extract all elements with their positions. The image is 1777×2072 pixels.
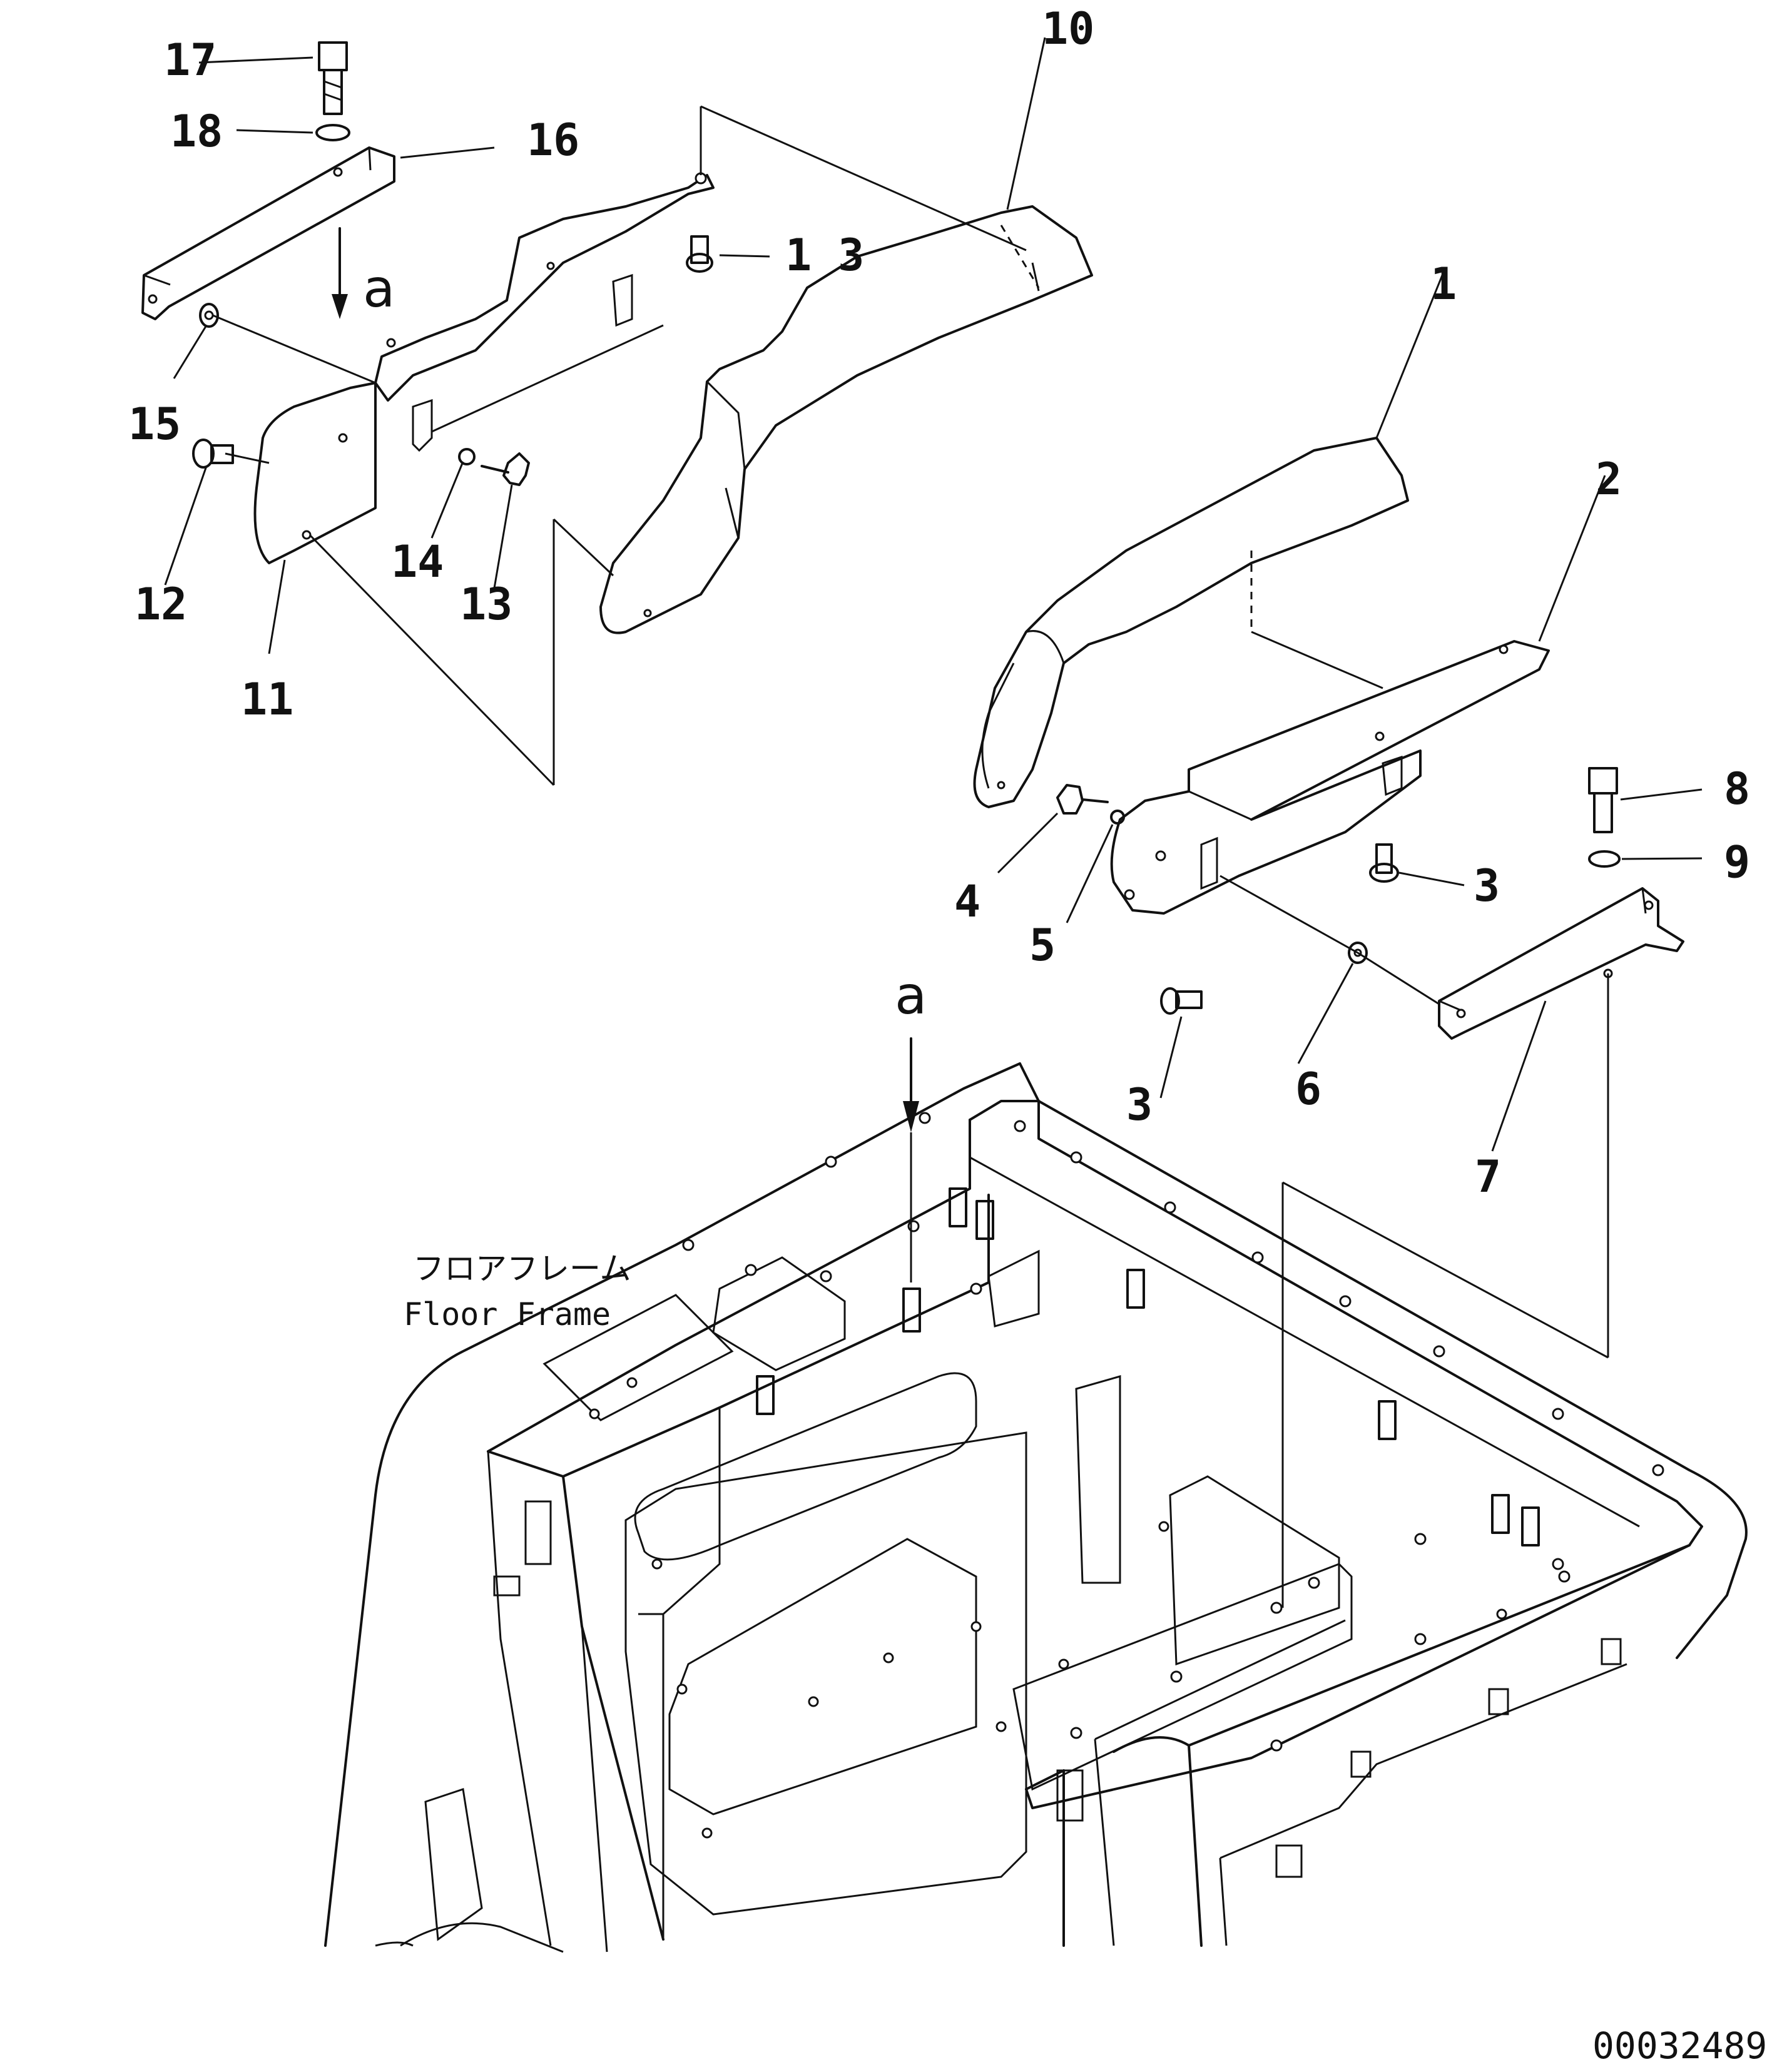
view-arrow-a-bottom: a [895,965,927,1282]
knob-4-part [1056,784,1109,815]
floor-frame-holes [589,1112,1664,1839]
bolt-12-part [192,439,234,469]
washer-9-part [1588,850,1621,868]
washer-5-part [1110,810,1125,825]
washer-18-part [315,124,350,141]
callout-17: 17 [164,34,216,86]
callout-9: 9 [1724,836,1750,888]
callout-leaders [164,37,1703,1152]
floor-frame-label-jp: フロアフレーム [413,1251,631,1287]
floor-frame-part [324,1062,1748,1953]
floor-frame-label-en: Floor Frame [404,1296,611,1333]
view-marker-label-lower: a [895,965,927,1026]
callout-10: 10 [1042,3,1094,54]
assembly-guide-lines-left [212,105,1027,786]
knob-13-part [481,452,530,486]
view-marker-label: a [363,258,395,319]
callout-16: 16 [527,114,579,166]
callout-18: 18 [170,106,223,157]
cover-plate-part [374,172,715,452]
callout-3-right: 3 [1474,860,1500,912]
cover-11-part [253,382,377,564]
bolt-8-part [1588,767,1618,833]
view-arrow-a-top: a [332,227,395,319]
screw-13-part [686,235,713,273]
callout-6: 6 [1295,1064,1321,1115]
bolt-17-part [318,41,348,115]
callout-13: 13 [460,579,512,630]
callout-1: 1 [1430,258,1457,310]
callout-15: 15 [128,399,181,450]
plate-2-part [1110,640,1550,915]
callout-13-top: 1 3 [785,230,864,281]
screw-3-part [1369,843,1399,883]
callout-2: 2 [1596,454,1622,505]
callout-7: 7 [1475,1151,1501,1202]
callout-5: 5 [1029,920,1056,971]
washer-14-part [458,448,476,465]
callout-14: 14 [391,536,444,587]
callout-3-lower: 3 [1126,1079,1153,1130]
armrest-1-part [973,437,1409,808]
screw-3-lower-part [1160,987,1203,1015]
callout-11: 11 [241,674,293,725]
callout-4: 4 [954,876,980,927]
drawing-code: 00032489 [1592,2024,1767,2067]
bracket-16-part [141,146,395,320]
assembly-guide-lines-right [1219,631,1609,1608]
callout-12: 12 [135,579,187,630]
armrest-cover-10-part [599,205,1093,634]
callout-8: 8 [1724,763,1750,815]
